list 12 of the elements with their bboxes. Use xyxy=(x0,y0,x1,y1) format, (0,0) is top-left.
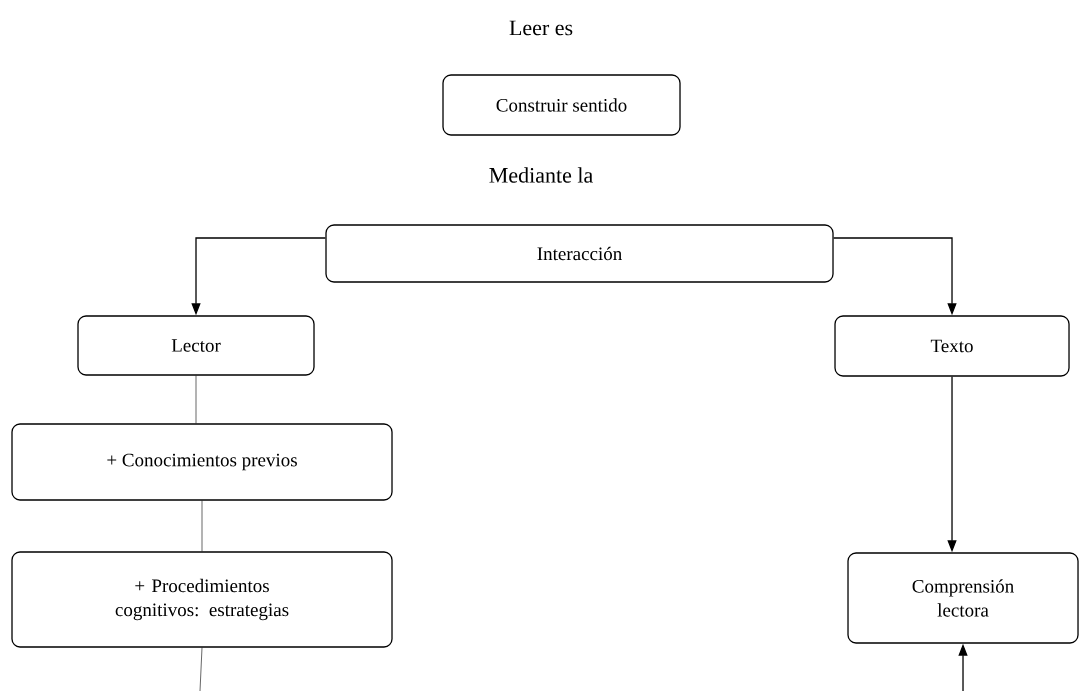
connector-line xyxy=(201,500,203,552)
process-box: Comprensión lectora xyxy=(847,552,1079,644)
process-box: Lector xyxy=(77,315,315,376)
caption-text: Mediante la xyxy=(489,167,593,183)
process-box: Texto xyxy=(834,315,1070,377)
title: Leer es xyxy=(509,20,573,36)
process-box: Interacción xyxy=(325,224,834,283)
process-box: Construir sentido xyxy=(442,74,681,136)
connector-line xyxy=(199,647,203,691)
process-box: + Conocimientos previos xyxy=(11,423,393,501)
connector-line xyxy=(195,375,197,424)
process-box: + Procedimientos cognitivos: estrategias xyxy=(11,551,393,648)
